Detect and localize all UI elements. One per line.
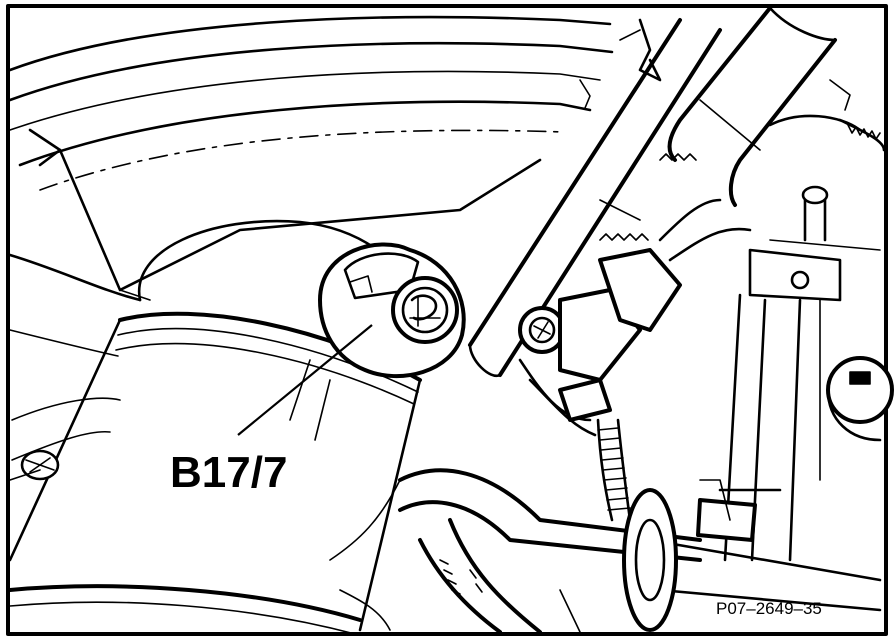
hose-markings — [439, 559, 483, 595]
left-bolt — [9, 449, 60, 481]
right-knob — [826, 356, 894, 442]
callout-leader-line — [237, 324, 373, 436]
filter-bottom — [8, 584, 391, 635]
figure-frame — [6, 4, 888, 636]
upper-panel-contours — [8, 15, 614, 302]
callout-label: B17/7 — [170, 448, 287, 497]
reference-code: P07–2649–35 — [716, 599, 822, 618]
connector-assembly — [518, 198, 752, 437]
corrugated-cable-center — [596, 418, 632, 522]
right-bracket — [696, 185, 881, 562]
sensor-b17-7 — [318, 242, 466, 379]
corrugated-hose-right — [768, 114, 886, 152]
serrated-band — [599, 153, 697, 241]
upper-hose — [667, 6, 851, 207]
lower-pipes — [329, 468, 882, 634]
